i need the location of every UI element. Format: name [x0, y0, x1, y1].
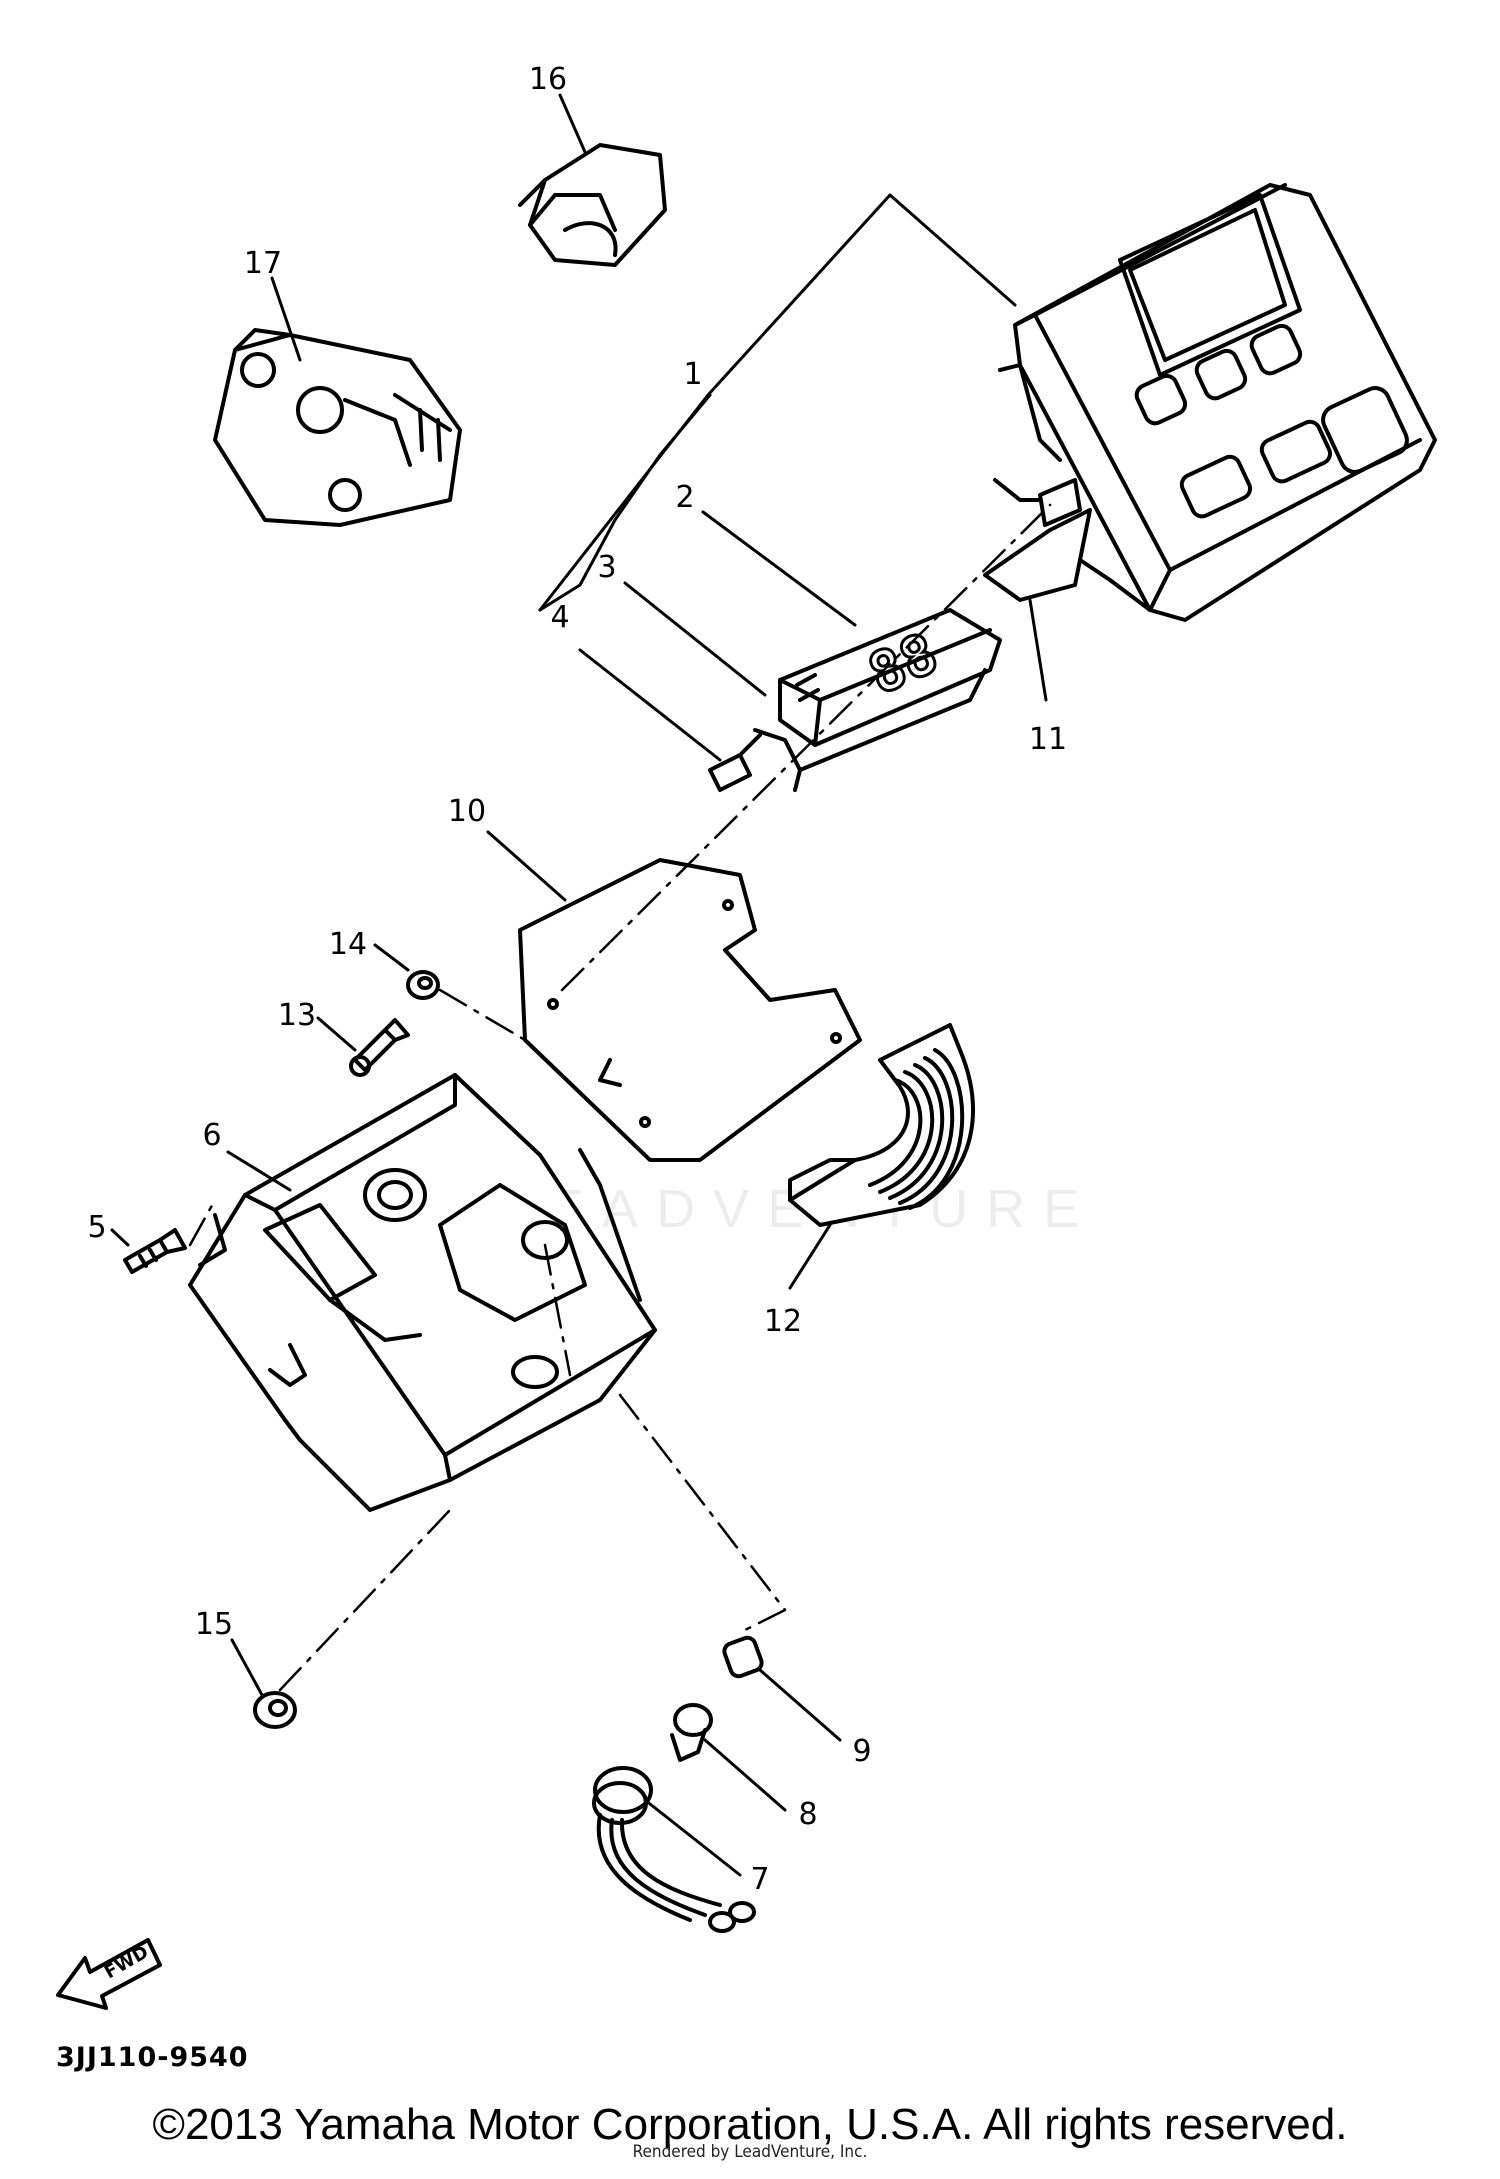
part-5-screw: [123, 1228, 187, 1274]
callout-3: 3: [597, 550, 617, 585]
leader-16: [558, 93, 587, 154]
callout-9: 9: [852, 1734, 872, 1769]
leader-12: [788, 1223, 832, 1290]
assembly-line-15: [278, 1508, 452, 1692]
leader-11: [1028, 598, 1048, 702]
part-1-meter-assembly: [993, 183, 1437, 622]
callout-11: 11: [1028, 722, 1068, 757]
part-14-grommet: [406, 970, 440, 1000]
callout-5: 5: [87, 1210, 107, 1245]
part-15-grommet: [253, 1691, 297, 1729]
leader-1-label: [538, 393, 712, 612]
leader-10: [486, 830, 567, 902]
part-9-socket: [722, 1635, 764, 1679]
part-7-lamp-harness: [592, 1766, 756, 1933]
callout-2: 2: [675, 480, 695, 515]
part-6-meter-case: [188, 1073, 657, 1512]
callout-15: 15: [194, 1607, 234, 1642]
callout-4: 4: [550, 600, 570, 635]
part-10-circuit-board: [518, 858, 862, 1162]
leader-7: [643, 1798, 742, 1877]
assembly-line-case: [543, 1243, 572, 1377]
leader-4: [578, 648, 722, 762]
fwd-arrow-icon: [56, 1938, 162, 2010]
assembly-line-14: [438, 988, 527, 1042]
part-11-connector: [983, 478, 1092, 602]
assembly-line-5: [188, 1198, 217, 1247]
rendered-by-credit: Rendered by LeadVenture, Inc.: [632, 2142, 868, 2162]
part-2-3-4-display: [708, 608, 1002, 792]
callout-1: 1: [683, 357, 703, 392]
leader-1-bracket: [538, 193, 1017, 612]
part-8-bulb: [670, 1703, 713, 1762]
leader-13: [316, 1016, 357, 1052]
callout-14: 14: [328, 927, 368, 962]
leader-5: [110, 1228, 130, 1247]
callout-12: 12: [763, 1304, 803, 1339]
callout-17: 17: [243, 246, 283, 281]
leader-2: [701, 510, 857, 627]
diagram-code: 3JJ110-9540: [56, 2042, 249, 2073]
leader-9: [758, 1668, 842, 1742]
leader-3: [623, 581, 767, 697]
callout-10: 10: [447, 794, 487, 829]
leader-15: [230, 1638, 264, 1697]
leader-8: [703, 1738, 787, 1812]
copyright-notice: ©2013 Yamaha Motor Corporation, U.S.A. A…: [152, 2100, 1348, 2149]
assembly-line-board: [560, 503, 1052, 992]
part-17-relay: [213, 328, 462, 527]
part-13-screw: [349, 1018, 410, 1077]
callout-16: 16: [528, 62, 568, 97]
exploded-parts-diagram: 88: [56, 93, 1437, 2010]
part-16-clip: [518, 143, 667, 267]
callout-6: 6: [202, 1118, 222, 1153]
assembly-line-9: [618, 1393, 787, 1632]
callout-8: 8: [798, 1797, 818, 1832]
part-12-ribbon-cable: [788, 1023, 975, 1227]
callout-7: 7: [750, 1862, 770, 1897]
leader-14: [373, 943, 410, 972]
callout-13: 13: [277, 998, 317, 1033]
leader-6: [226, 1150, 292, 1192]
leader-17: [270, 276, 302, 362]
